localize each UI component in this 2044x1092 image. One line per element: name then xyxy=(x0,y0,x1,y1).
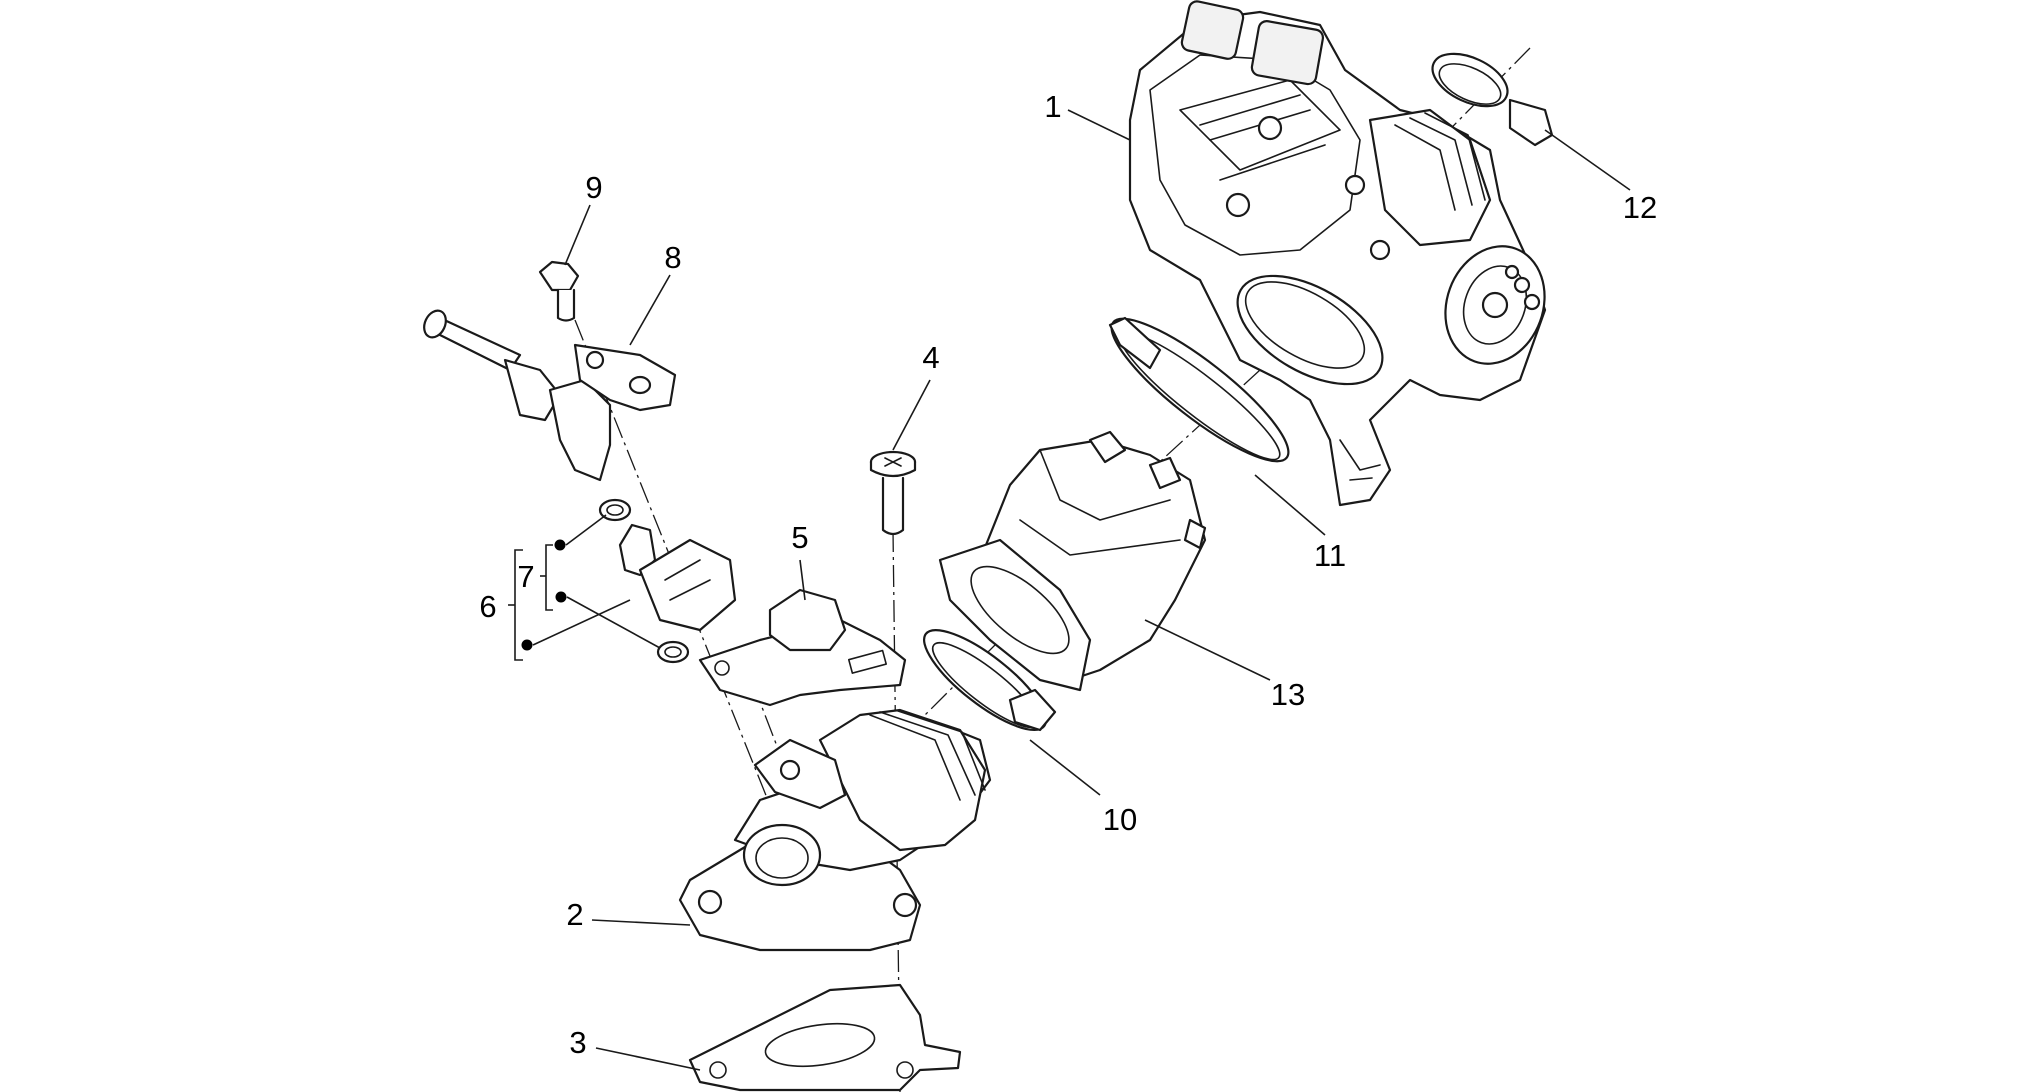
part-bolt-9 xyxy=(538,260,580,322)
callout-labels: 1 2 3 4 5 6 7 8 9 10 11 12 13 xyxy=(479,89,1657,1060)
leader-lines xyxy=(564,109,1631,1071)
callout-12: 12 xyxy=(1623,190,1657,225)
callout-6: 6 xyxy=(479,589,496,624)
callout-10: 10 xyxy=(1103,802,1137,837)
part-clamp-10 xyxy=(922,629,1057,732)
callout-2: 2 xyxy=(566,897,583,932)
part-injector xyxy=(598,498,737,664)
callout-8: 8 xyxy=(664,240,681,275)
callout-5: 5 xyxy=(791,520,808,555)
part-clamp-12 xyxy=(1431,52,1554,147)
bullet-dot xyxy=(555,591,567,603)
callout-1: 1 xyxy=(1044,89,1061,124)
callout-7: 7 xyxy=(517,559,534,594)
callout-3: 3 xyxy=(569,1025,586,1060)
part-bracket-5 xyxy=(698,588,907,707)
part-clamp-11 xyxy=(1108,316,1290,463)
part-screw-4 xyxy=(869,450,917,536)
group-bracket-6-7 xyxy=(508,514,661,661)
part-intake-manifold xyxy=(678,708,992,952)
callout-11: 11 xyxy=(1314,538,1346,573)
bullet-dot xyxy=(554,539,566,551)
part-intake-sleeve xyxy=(938,430,1207,692)
bullet-dot xyxy=(521,639,533,651)
part-throttle-body xyxy=(1128,0,1547,507)
callout-4: 4 xyxy=(922,340,939,375)
part-gasket xyxy=(688,983,962,1092)
callout-9: 9 xyxy=(585,170,602,205)
part-hose-holder-8 xyxy=(423,309,677,482)
callout-13: 13 xyxy=(1271,677,1305,712)
